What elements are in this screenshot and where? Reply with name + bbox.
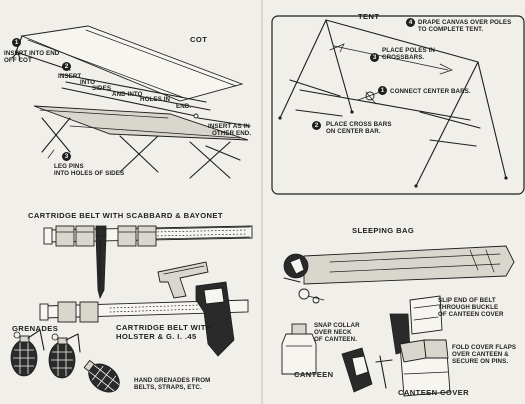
canteen-caption-line1: SNAP COLLAR [314,322,360,329]
tent-step-2-number: 2 [312,121,321,130]
canteen-cover-caption1-line3: OF CANTEEN COVER [438,311,504,318]
tent-step-2-line2: ON CENTER BAR. [326,128,381,135]
canteen-illustration [281,288,325,375]
canteen-cover-caption1-line1: SLIP END OF BELT [438,297,496,304]
canteen-cover-caption1-line2: THROUGH BUCKLE [438,304,499,311]
grenades-title: GRENADES [12,324,59,333]
cot-step-2-number: 2 [62,62,71,71]
cot-step-1-line1: INSERT INTO END [4,50,60,57]
tent-step-3-line2: CROSSBARS. [382,54,425,61]
canteen-caption-line2: OVER NECK [314,329,352,336]
cot-illustration [11,25,251,179]
cot-step-3-line2: INTO HOLES OF SIDES [54,170,125,177]
canteen-caption-line3: OF CANTEEN. [314,336,358,343]
grenades-caption-line2: BELTS, STRAPS, ETC. [134,384,202,391]
cartridge-belt-title: CARTRIDGE BELT WITH SCABBARD & BAYONET [28,211,223,220]
cartridge-belt-illustration [43,225,253,300]
canteen-cover-illustration [341,295,451,397]
cot-note-line2: OTHER END. [212,130,252,137]
tent-step-3-number: 3 [370,53,379,62]
tent-title: TENT [358,12,380,21]
cot-step-3-number: 3 [62,152,71,161]
sleeping-bag-illustration [283,245,515,285]
cot-step-2-line2: INTO [80,79,96,86]
canteen-cover-caption2-line1: FOLD COVER FLAPS [452,344,517,351]
tent-step-1-number: 1 [378,86,387,95]
cot-step-2-line6: END. [176,103,192,110]
cot-step-2-line3: SIDES [92,85,112,92]
canteen-cover-caption2-line3: SECURE ON PINS. [452,358,509,365]
cot-step-2-line4: AND INTO [112,91,143,98]
cot-step-1-number: 1 [12,38,21,47]
tent-step-1-text: CONNECT CENTER BARS. [390,88,471,95]
canteen-cover-caption2-line2: OVER CANTEEN & [452,351,509,358]
holster-belt-illustration [39,261,249,357]
holster-belt-title-line2: HOLSTER & G. I. .45 [116,332,197,341]
tent-step-4-line1: DRAPE CANVAS OVER POLES [418,19,512,26]
cot-title: COT [190,35,208,44]
canteen-cover-title: CANTEEN COVER [398,388,470,397]
tent-step-4-line2: TO COMPLETE TENT. [418,26,484,33]
sleeping-bag-title: SLEEPING BAG [352,226,415,235]
tent-step-3-line1: PLACE POLES IN [382,47,435,54]
grenades-caption-line1: HAND GRENADES FROM [134,377,211,384]
tent-step-2-line1: PLACE CROSS BARS [326,121,392,128]
tent-step-4-number: 4 [406,18,415,27]
cot-step-2-line1: INSERT [58,73,82,80]
cot-step-3-line1: LEG PINS [54,163,84,170]
cot-note-line1: INSERT AS IN [208,123,250,130]
holster-belt-title-line1: CARTRIDGE BELT WITH [116,323,212,332]
cot-step-1-line2: OFF COT [4,57,32,64]
cot-step-2-line5: HOLES IN [140,96,171,103]
grenades-illustration [10,329,120,393]
tent-illustration [271,15,525,195]
canteen-title: CANTEEN [294,370,334,379]
